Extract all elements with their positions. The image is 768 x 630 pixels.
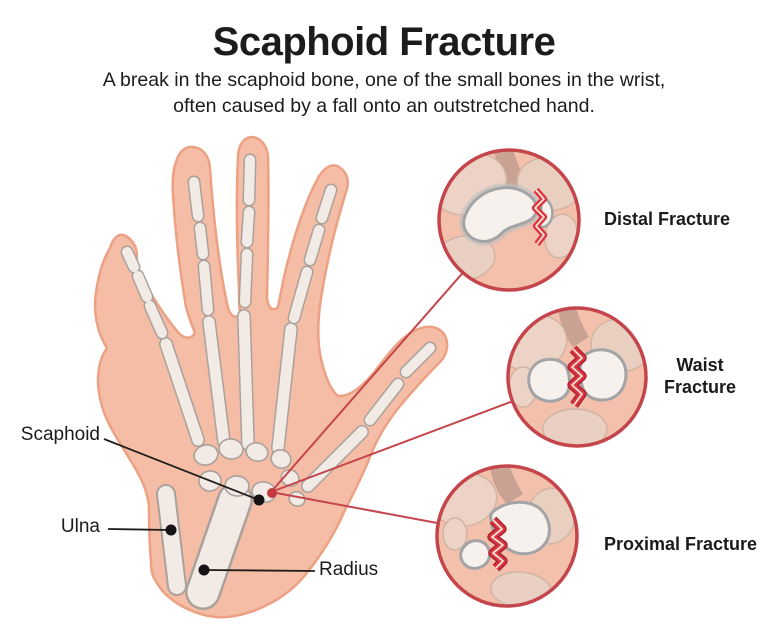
hand-skin	[93, 135, 449, 619]
callout-circle-distal	[437, 148, 581, 292]
scaphoid-label: Scaphoid	[20, 424, 100, 445]
carpal-bones	[193, 438, 306, 507]
hand-skeleton	[93, 135, 449, 619]
subtitle-line-2: often caused by a fall onto an outstretc…	[173, 95, 595, 117]
anatomy-leader-lines	[103, 438, 316, 572]
proximal-fracture-label: Proximal Fracture	[604, 534, 758, 554]
waist-fracture-label: Waist Fracture	[663, 355, 737, 397]
callout-circle-proximal	[435, 464, 579, 608]
scaphoid-marker-dot	[253, 494, 265, 506]
ulna-label: Ulna	[60, 516, 100, 537]
page-title: Scaphoid Fracture	[212, 20, 556, 64]
radius-label: Radius	[319, 559, 379, 580]
scaphoid-zoom-waist-right	[578, 348, 628, 402]
scaphoid-zoom-proximal-fragment	[459, 539, 492, 570]
scaphoid-zoom-distal	[462, 186, 539, 243]
distal-fracture-label: Distal Fracture	[604, 209, 731, 229]
ulna-marker-dot	[165, 524, 177, 536]
fracture-origin-dot	[267, 488, 277, 498]
callout-circle-waist	[506, 306, 648, 448]
radius-marker-dot	[198, 564, 210, 576]
subtitle-line-1: A break in the scaphoid bone, one of the…	[102, 69, 666, 91]
scaphoid-zoom-waist-left	[527, 357, 571, 403]
